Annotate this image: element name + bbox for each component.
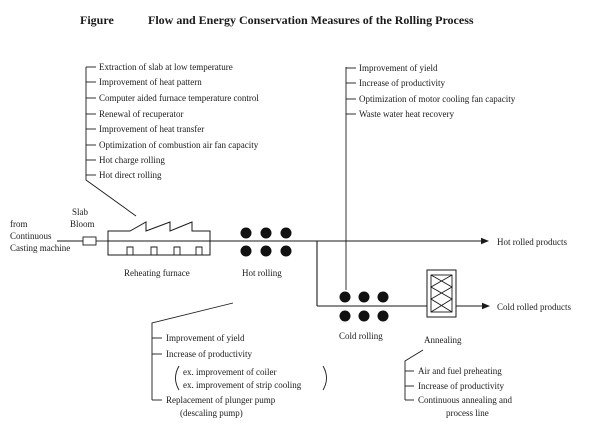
hot-roll [280, 245, 292, 257]
hot-rolling-measures-list: Improvement of yield Increase of product… [151, 302, 327, 418]
cold-roll [339, 291, 351, 303]
cold-rolling-measure: Increase of productivity [359, 78, 445, 88]
cold-roll [377, 291, 389, 303]
reheating-measure: Optimization of combustion air fan capac… [99, 140, 259, 150]
sub-items-close-bracket [322, 365, 327, 391]
figure-title: Flow and Energy Conservation Measures of… [148, 13, 474, 27]
annealing-measures-bracket [404, 349, 424, 400]
hot-rolling-sub-item: ex. improvement of coiler [183, 367, 276, 377]
hot-roll [280, 227, 292, 239]
annealing-measure: Air and fuel preheating [418, 366, 502, 376]
hot-rolling-mill [240, 227, 292, 257]
cold-rolling-mill [339, 291, 389, 322]
furnace-burner [173, 246, 181, 255]
cold-roll [377, 310, 389, 322]
annealing-measure: Continuous annealing and [418, 395, 512, 405]
furnace-burner [126, 246, 134, 255]
reheating-measures-bracket [85, 67, 137, 217]
furnace-body [107, 221, 211, 256]
furnace-burner [150, 246, 158, 255]
hot-rolling-label: Hot rolling [242, 268, 282, 278]
bloom-label: Bloom [70, 219, 95, 229]
annealing-strip-path [430, 274, 453, 313]
hot-roll [240, 227, 252, 239]
hot-rolling-measure-cont: (descaling pump) [180, 408, 243, 418]
hot-rolling-sub-item: ex. improvement of strip cooling [183, 380, 302, 390]
hot-rolling-measures-bracket [151, 302, 234, 400]
annealing-label: Annealing [424, 335, 462, 345]
figure-label: Figure [80, 13, 114, 27]
hot-rolling-measure: Improvement of yield [166, 333, 245, 343]
source-label-line2: Continuous [10, 231, 52, 241]
reheating-measure: Renewal of recuperator [99, 109, 183, 119]
furnace-burner [195, 246, 203, 255]
source-label-line3: Casting machine [10, 243, 70, 253]
reheating-measure: Extraction of slab at low temperature [99, 62, 233, 72]
annealing-furnace [426, 269, 457, 318]
cold-rolling-measure: Improvement of yield [359, 63, 438, 73]
reheating-measure: Hot charge rolling [99, 155, 165, 165]
reheating-measure: Improvement of heat pattern [99, 77, 202, 87]
cold-rolling-measures-list: Improvement of yield Increase of product… [345, 63, 516, 290]
cold-roll [358, 291, 370, 303]
annealing-measure: Increase of productivity [418, 381, 504, 391]
source-label-line1: from [10, 219, 28, 229]
annealing-measure-cont: process line [446, 408, 489, 418]
reheating-furnace [107, 221, 211, 256]
reheating-measure: Computer aided furnace temperature contr… [99, 93, 259, 103]
cold-rolling-label: Cold rolling [339, 331, 383, 341]
hot-rolling-measure: Replacement of plunger pump [166, 395, 276, 405]
cold-rolling-measure: Optimization of motor cooling fan capaci… [359, 94, 516, 104]
hot-roll [260, 227, 272, 239]
cold-rolling-measure: Waste water heat recovery [359, 109, 454, 119]
cold-roll [358, 310, 370, 322]
hot-roll [240, 245, 252, 257]
hot-roll [260, 245, 272, 257]
slab-icon [82, 236, 97, 246]
cold-rolled-products-label: Cold rolled products [497, 302, 571, 312]
cold-roll [339, 310, 351, 322]
reheating-measure: Hot direct rolling [99, 170, 162, 180]
sub-items-open-bracket [175, 365, 180, 391]
reheating-furnace-label: Reheating furnace [124, 268, 190, 278]
slab-label: Slab [72, 207, 89, 217]
hot-rolled-products-label: Hot rolled products [497, 237, 567, 247]
annealing-measures-list: Air and fuel preheating Increase of prod… [404, 349, 512, 418]
reheating-measures-list: Extraction of slab at low temperature Im… [85, 62, 259, 217]
hot-rolling-measure: Increase of productivity [166, 349, 252, 359]
reheating-measure: Improvement of heat transfer [99, 124, 204, 134]
